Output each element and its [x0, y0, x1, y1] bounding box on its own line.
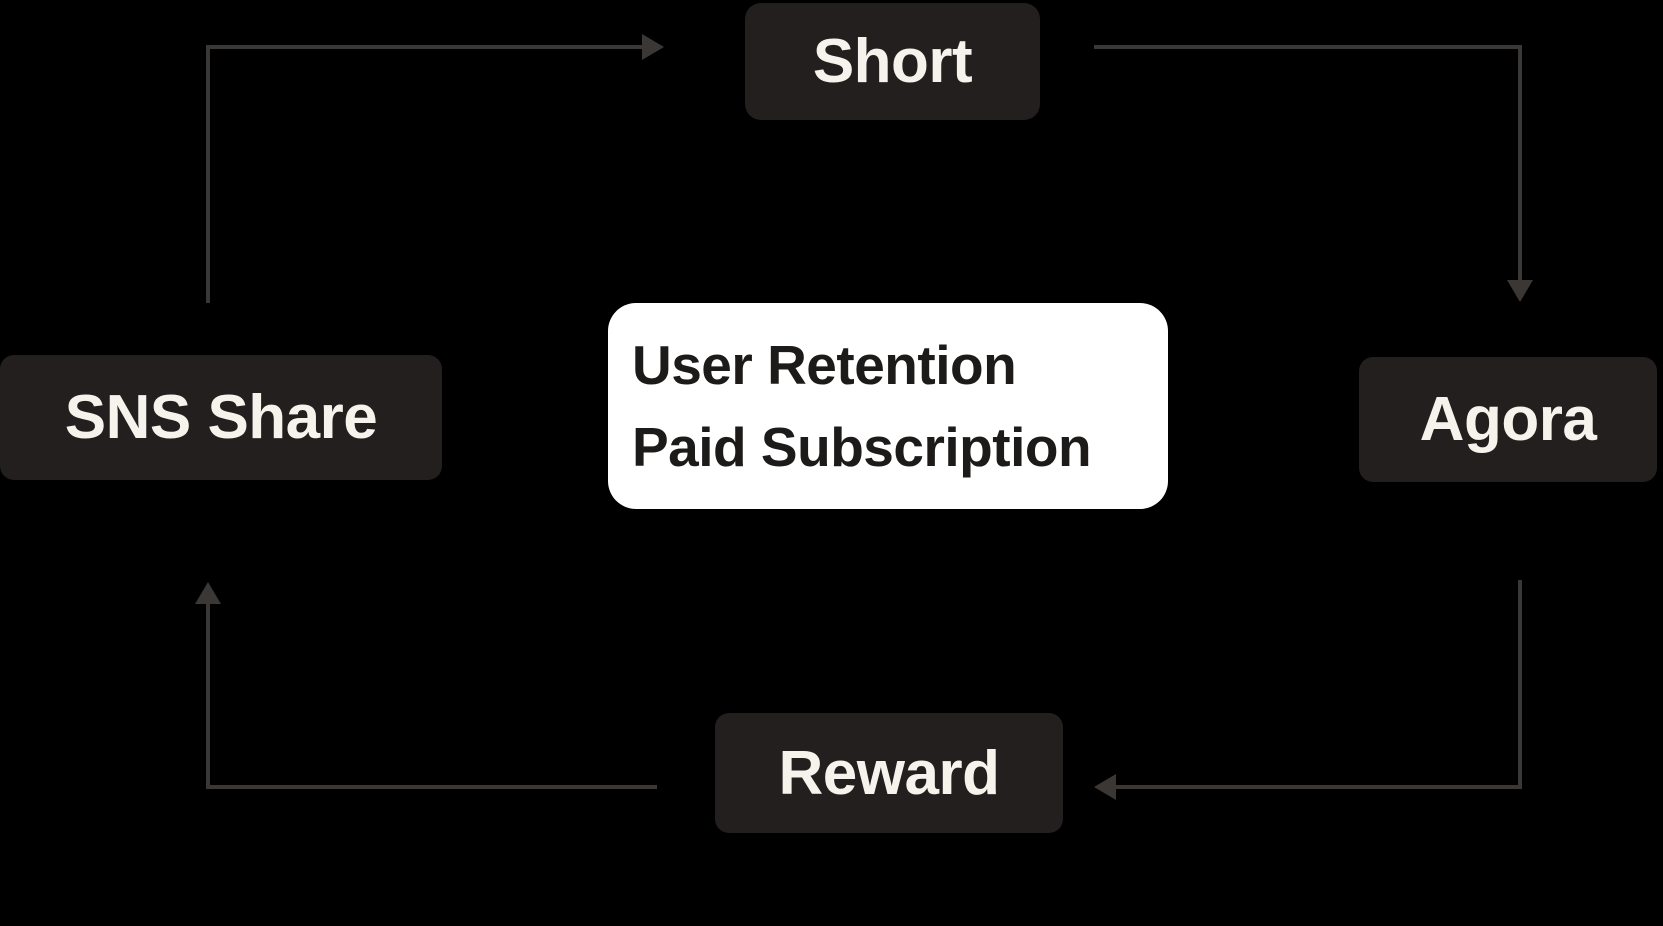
node-agora-label: Agora [1419, 385, 1597, 454]
node-user-retention-card[interactable]: User Retention Paid Subscription [608, 303, 1168, 509]
node-reward-label: Reward [778, 738, 1000, 808]
node-short-label: Short [812, 27, 973, 96]
arrowhead-right-icon [642, 34, 664, 60]
connector-line [206, 45, 642, 49]
node-agora[interactable]: Agora [1359, 357, 1657, 482]
connector-line [206, 45, 210, 303]
connector-line [206, 785, 657, 789]
connector-line [1518, 45, 1522, 282]
center-card-line-1: User Retention [632, 333, 1017, 396]
node-sns-share[interactable]: SNS Share [0, 355, 442, 480]
arrowhead-down-icon [1507, 280, 1533, 302]
connector-line [1094, 45, 1522, 49]
center-card-line-2: Paid Subscription [632, 416, 1092, 478]
arrowhead-left-icon [1094, 774, 1116, 800]
node-sns-share-label: SNS Share [64, 383, 378, 452]
connector-line [1518, 580, 1522, 789]
node-short[interactable]: Short [745, 3, 1040, 120]
connector-line [206, 604, 210, 789]
node-reward[interactable]: Reward [715, 713, 1063, 833]
connector-line [1116, 785, 1522, 789]
arrowhead-up-icon [195, 582, 221, 604]
